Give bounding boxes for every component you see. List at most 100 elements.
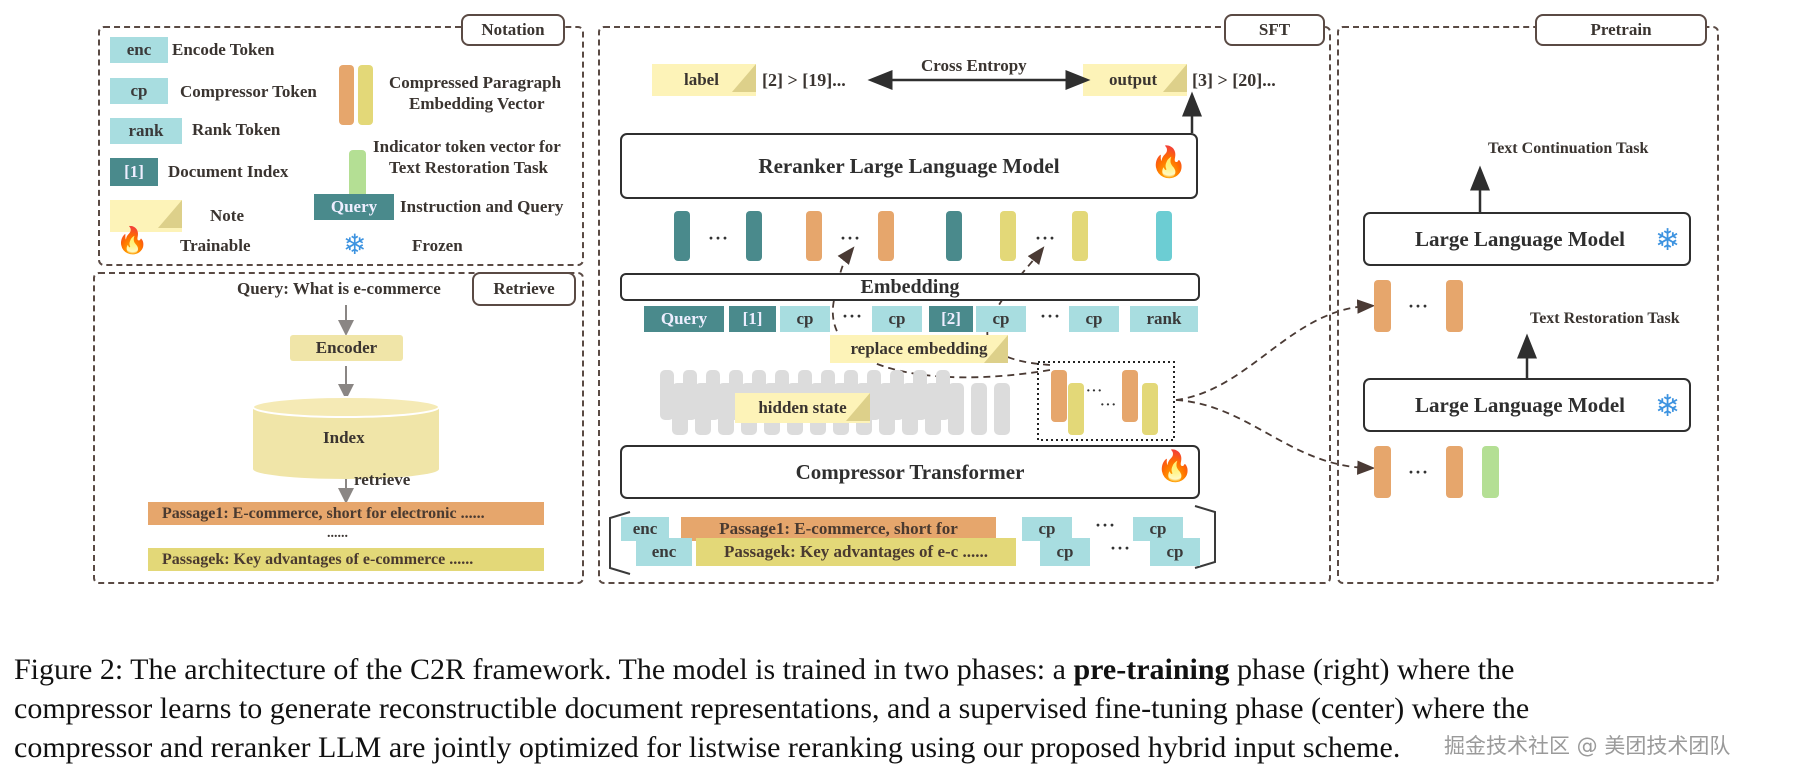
compressed-vectors-box bbox=[1037, 361, 1175, 441]
sft-token-cp-2: cp bbox=[872, 306, 922, 332]
compressed-vector-label-1: Compressed Paragraph bbox=[389, 73, 562, 92]
embed-dots-3: ··· bbox=[1035, 228, 1057, 248]
passage-1: Passage1: E-commerce, short for electron… bbox=[148, 502, 544, 525]
compressor-flame-icon: 🔥 bbox=[1156, 450, 1194, 483]
flame-icon: 🔥 bbox=[116, 226, 149, 255]
caption-line-2: compressor learns to generate reconstruc… bbox=[14, 692, 1530, 725]
watermark: 掘金技术社区 @ 美团技术团队 bbox=[1444, 734, 1731, 758]
input-dots-1: ··· bbox=[1095, 515, 1117, 535]
sft-token-rank: rank bbox=[1130, 306, 1198, 332]
compressed-vector-2 bbox=[1068, 383, 1084, 435]
embed-vector-query-2 bbox=[746, 211, 762, 261]
frozen-label: Frozen bbox=[412, 236, 463, 255]
notation-panel bbox=[98, 26, 584, 266]
compressed-vector-3 bbox=[1122, 370, 1138, 422]
caption-bold-pretraining: pre-training bbox=[1073, 653, 1230, 686]
doc-index-swatch: [1] bbox=[110, 158, 158, 186]
input-bracket-left bbox=[609, 511, 631, 575]
sft-token-doc2: [2] bbox=[929, 306, 973, 332]
embed-dots-1: ··· bbox=[708, 228, 730, 248]
retrieve-arrow-label: retrieve bbox=[354, 470, 411, 489]
snowflake-icon: ❄ bbox=[343, 230, 367, 261]
sft-token-doc1: [1] bbox=[729, 306, 776, 332]
caption-line-1: Figure 2: The architecture of the C2R fr… bbox=[14, 651, 1514, 689]
trainable-label: Trainable bbox=[180, 236, 251, 255]
embed-dots-2: ··· bbox=[840, 228, 862, 248]
input-enc-k: enc bbox=[636, 538, 692, 566]
compressed-vector-swatch-yellow bbox=[358, 65, 373, 125]
pretrain-indicator-vector bbox=[1482, 446, 1499, 498]
input-passage-k: Passagek: Key advantages of e-c ...... bbox=[696, 538, 1016, 566]
pretrain-tag: Pretrain bbox=[1535, 14, 1707, 46]
encoder-box: Encoder bbox=[290, 335, 403, 361]
output-note: output bbox=[1083, 64, 1187, 96]
llm-top-snowflake-icon: ❄ bbox=[1655, 224, 1681, 257]
input-cp-1b: cp bbox=[1133, 517, 1183, 541]
pretrain-vector-bottom-2 bbox=[1446, 446, 1463, 498]
passage-ellipsis: ...... bbox=[327, 526, 348, 541]
compressed-vector-swatch-orange bbox=[339, 65, 354, 125]
label-value: [2] > [19]... bbox=[762, 70, 846, 90]
embedding-box: Embedding bbox=[620, 273, 1200, 301]
caption-line-3: compressor and reranker LLM are jointly … bbox=[14, 731, 1401, 764]
query-label: Instruction and Query bbox=[400, 197, 564, 216]
doc-index-label: Document Index bbox=[168, 162, 289, 181]
sft-token-dots-2: ··· bbox=[1040, 306, 1062, 326]
input-bracket-right bbox=[1194, 505, 1216, 569]
input-dots-k: ··· bbox=[1110, 538, 1132, 558]
pretrain-panel bbox=[1337, 26, 1719, 584]
replace-embedding-note: replace embedding bbox=[830, 335, 1008, 363]
compressed-vector-4 bbox=[1142, 383, 1158, 435]
compressed-vector-label-2: Embedding Vector bbox=[409, 94, 545, 113]
pretrain-vector-top-2 bbox=[1446, 280, 1463, 332]
embed-vector-doc2 bbox=[946, 211, 962, 261]
input-enc-1: enc bbox=[621, 517, 669, 541]
reranker-flame-icon: 🔥 bbox=[1150, 146, 1188, 179]
note-swatch bbox=[110, 200, 182, 232]
embed-vector-p2-2 bbox=[1072, 211, 1088, 261]
label-note: label bbox=[652, 64, 756, 96]
pretrain-vector-bottom-1 bbox=[1374, 446, 1391, 498]
cp-token-label: Compressor Token bbox=[180, 82, 317, 101]
embed-vector-query-1 bbox=[674, 211, 690, 261]
input-passage-1: Passage1: E-commerce, short for bbox=[681, 517, 996, 541]
text-restoration-label: Text Restoration Task bbox=[1530, 310, 1680, 327]
query-swatch: Query bbox=[314, 194, 394, 220]
index-cylinder bbox=[252, 396, 440, 479]
indicator-vector-label-2: Text Restoration Task bbox=[389, 158, 549, 177]
llm-bottom-snowflake-icon: ❄ bbox=[1655, 390, 1681, 423]
enc-token-swatch: enc bbox=[110, 37, 168, 63]
compressed-dots-2: ··· bbox=[1100, 398, 1118, 413]
text-continuation-label: Text Continuation Task bbox=[1488, 140, 1649, 157]
compressed-vector-1 bbox=[1051, 370, 1067, 422]
to-pretrain-bottom-arrow bbox=[1175, 399, 1376, 475]
embed-vector-rank bbox=[1156, 211, 1172, 261]
note-label: Note bbox=[210, 206, 244, 225]
indicator-vector-label-1: Indicator token vector for bbox=[373, 137, 561, 156]
sft-tag: SFT bbox=[1224, 14, 1325, 46]
sft-token-cp-4: cp bbox=[1069, 306, 1119, 332]
pretrain-dots-bottom: ··· bbox=[1408, 462, 1430, 482]
retrieve-panel bbox=[93, 272, 584, 584]
enc-token-label: Encode Token bbox=[172, 40, 275, 59]
embed-vector-p1-2 bbox=[878, 211, 894, 261]
passage-k: Passagek: Key advantages of e-commerce .… bbox=[148, 548, 544, 571]
sft-token-cp-1: cp bbox=[780, 306, 830, 332]
hidden-state-note: hidden state bbox=[735, 393, 870, 423]
cp-token-swatch: cp bbox=[110, 78, 168, 104]
retrieve-query: Query: What is e-commerce bbox=[237, 279, 441, 298]
caption-line-1-a: Figure 2: The architecture of the C2R fr… bbox=[14, 653, 1074, 686]
pretrain-dots-top: ··· bbox=[1408, 296, 1430, 316]
caption-line-1-b: phase (right) where the bbox=[1229, 653, 1515, 686]
compressed-dots-1: ··· bbox=[1086, 384, 1104, 399]
retrieve-tag: Retrieve bbox=[472, 272, 576, 306]
rank-token-label: Rank Token bbox=[192, 120, 281, 139]
sft-panel bbox=[598, 26, 1331, 584]
rank-token-swatch: rank bbox=[110, 118, 182, 144]
sft-token-query: Query bbox=[644, 306, 724, 332]
reranker-llm-box: Reranker Large Language Model bbox=[620, 133, 1198, 199]
notation-tag: Notation bbox=[461, 14, 565, 46]
llm-bottom-box: Large Language Model bbox=[1363, 378, 1691, 432]
embed-vector-p1-1 bbox=[806, 211, 822, 261]
output-value: [3] > [20]... bbox=[1192, 70, 1276, 90]
